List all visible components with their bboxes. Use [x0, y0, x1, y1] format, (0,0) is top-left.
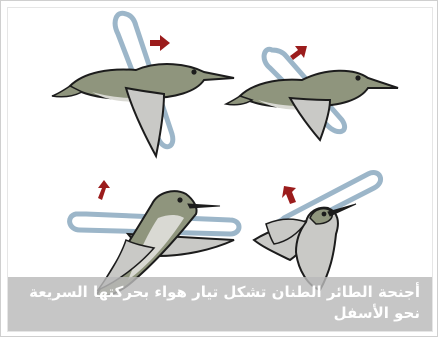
eye-icon [191, 69, 196, 74]
arrow-icon [98, 180, 110, 200]
arrow-icon [282, 186, 296, 204]
eye-icon [177, 197, 182, 202]
panel-bottom-right [254, 173, 381, 290]
wing-icon [126, 88, 164, 156]
figure-caption: أجنحة الطائر الطنان تشكل تيار هواء بحركت… [8, 277, 432, 331]
panel-top-left [52, 13, 234, 156]
eye-icon [355, 75, 360, 80]
eye-icon [322, 212, 327, 217]
beak-icon [188, 204, 220, 208]
panel-top-right [226, 46, 398, 140]
wing-icon [290, 98, 330, 140]
arrow-icon [290, 46, 307, 60]
figure-image: أجنحة الطائر الطنان تشكل تيار هواء بحركت… [7, 7, 433, 332]
arrow-icon [150, 35, 170, 51]
